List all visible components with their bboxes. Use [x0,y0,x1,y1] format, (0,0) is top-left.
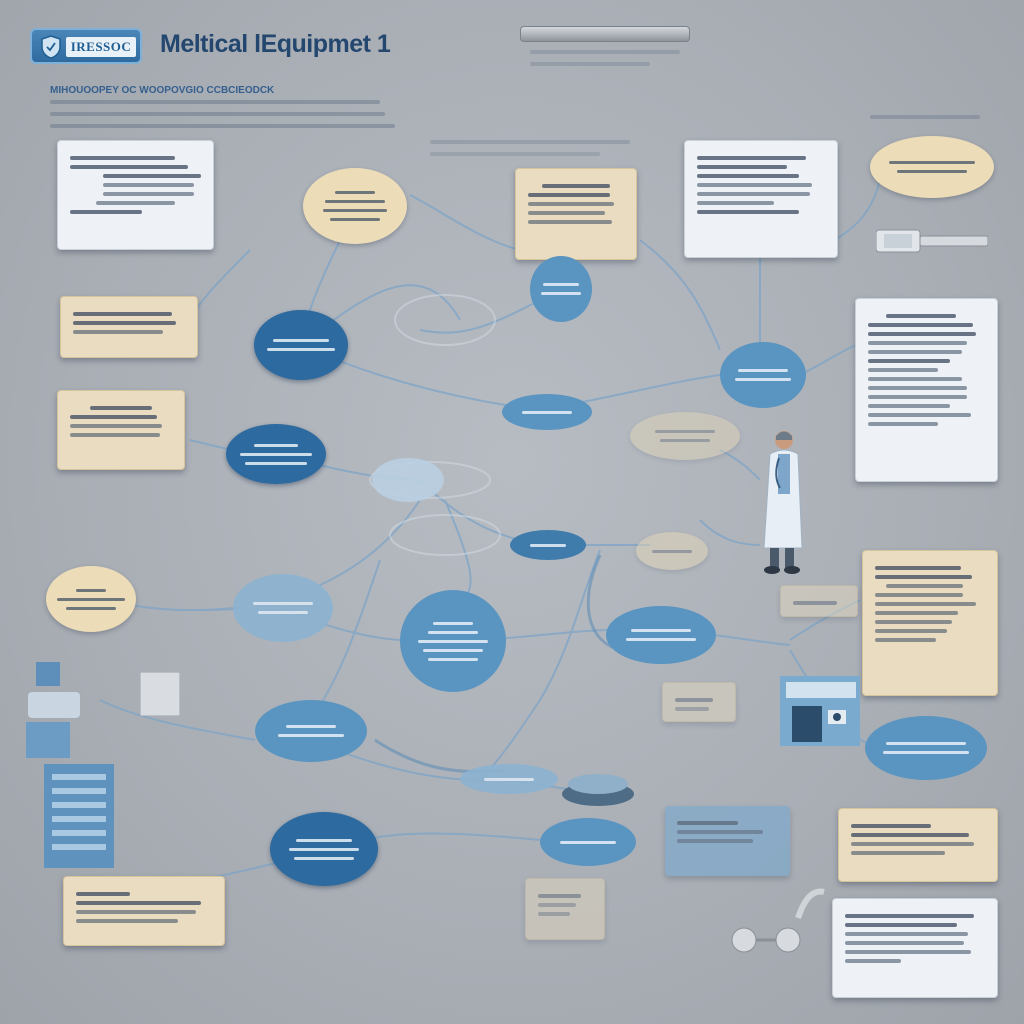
faint-card [525,878,605,940]
logo-text: IRESSOC [66,37,136,57]
monitor-icon [780,676,860,746]
medical-device-icon [26,662,80,758]
header-line [870,115,980,119]
info-card [862,550,998,696]
header-line [530,50,680,54]
node-bubble [502,394,592,430]
info-card [60,296,198,358]
node-bubble [233,574,333,642]
node-bubble [530,256,592,322]
info-card [63,876,225,946]
faint-card [662,682,736,722]
faint-card [780,585,858,617]
subtitle-line [50,112,385,116]
medical-device-icon [731,888,825,953]
header-line [430,140,630,144]
node-bubble [255,700,367,762]
shield-icon [41,35,61,59]
node-bubble [254,310,348,380]
logo: IRESSOC [30,28,142,64]
subtitle-line [50,100,380,104]
subtitle-line [50,124,395,128]
node-bubble [460,764,558,794]
monitor-icon [44,764,114,868]
node-bubble [865,716,987,780]
node-bubble [372,458,444,502]
info-card [684,140,838,258]
node-bubble [270,812,378,886]
node-bubble [303,168,407,244]
node-bubble [870,136,994,198]
node-bubble [630,412,740,460]
medical-device-icon [562,774,634,806]
header-bar [520,26,690,42]
header-line [430,152,600,156]
info-card [57,390,185,470]
node-bubble [606,606,716,664]
page-title: Meltical lEquipmet 1 [160,30,391,58]
node-bubble [720,342,806,408]
node-bubble [400,590,506,692]
node-bubble [636,532,708,570]
info-card [57,140,214,250]
info-card [855,298,998,482]
page-subtitle: MIHOUOOPEY OC WOOPOVGIO CCBCIEODCK [50,85,275,96]
medical-device-icon [140,672,180,716]
doctor-figure-icon [763,431,803,574]
node-bubble [510,530,586,560]
node-bubble [46,566,136,632]
info-card [515,168,637,260]
node-bubble [540,818,636,866]
header-line [530,62,650,66]
faint-card [665,806,790,876]
info-card [838,808,998,882]
medical-device-icon [876,229,988,253]
info-card [832,898,998,998]
node-bubble [226,424,326,484]
